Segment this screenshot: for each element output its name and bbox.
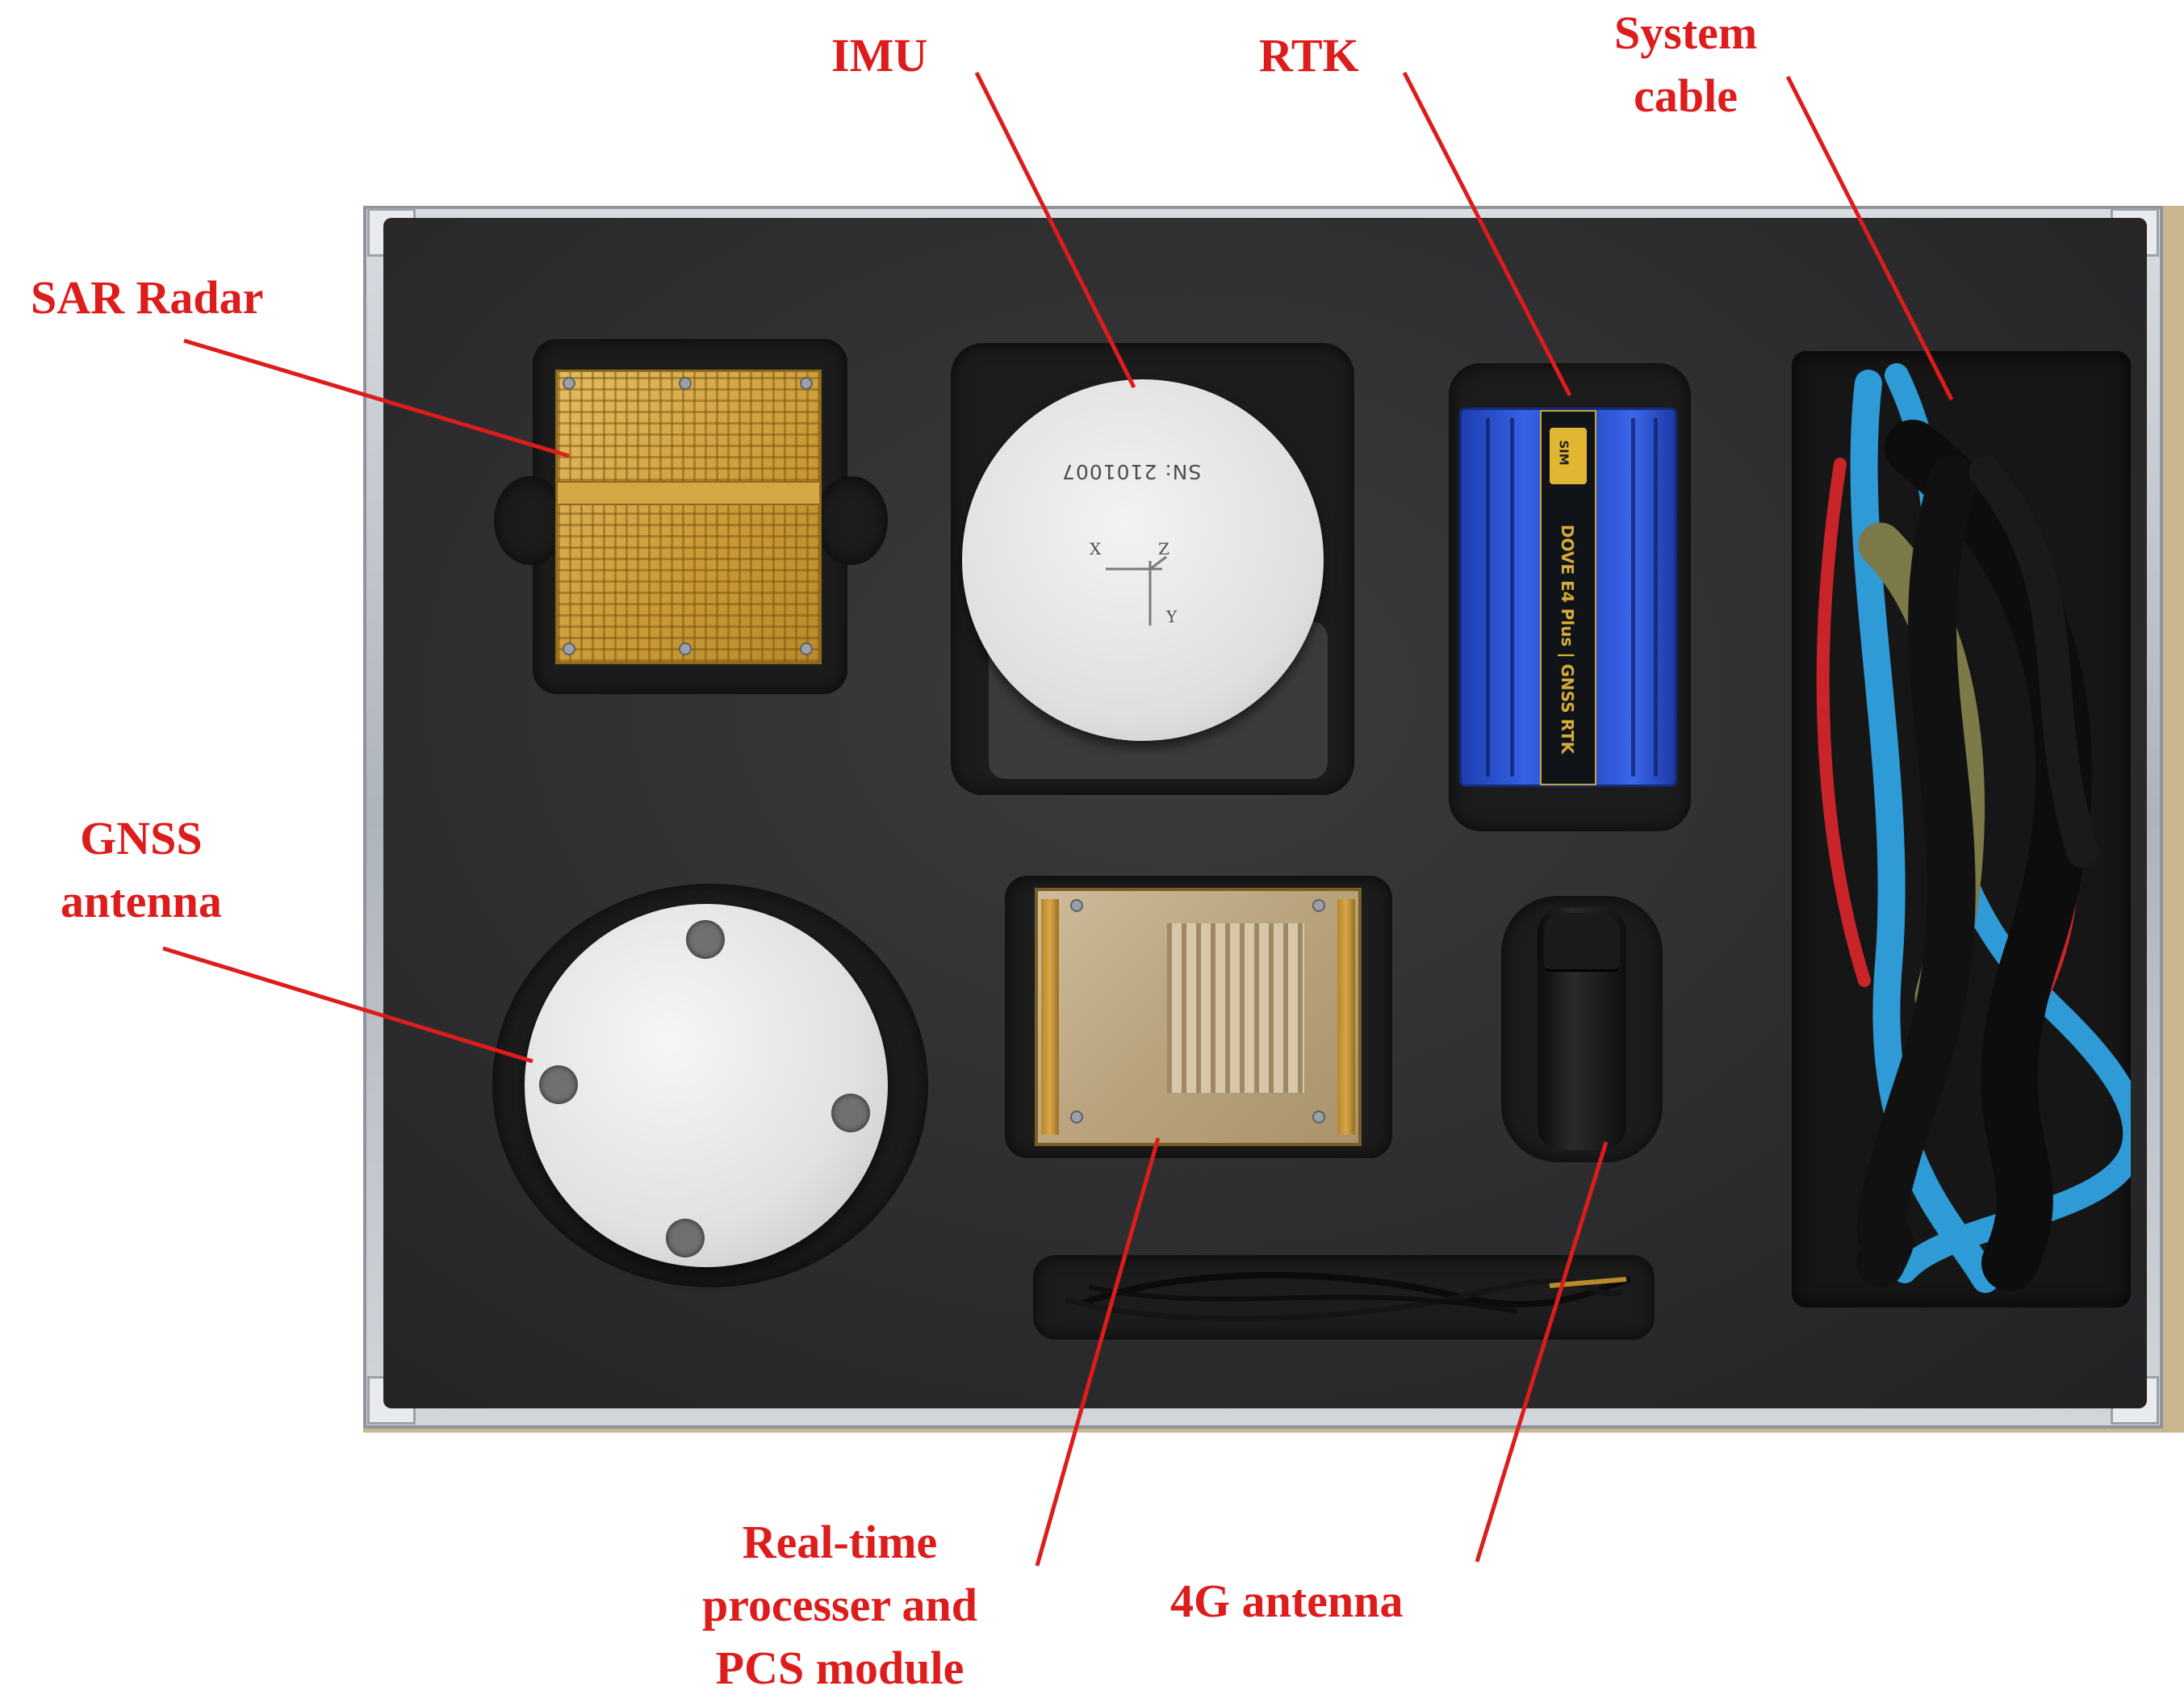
- gnss-mount-hole: [686, 920, 725, 959]
- heatsink-fins: [1167, 923, 1304, 1093]
- rtk-groove: [1510, 418, 1514, 776]
- label-gnss-antenna-line2: antenna: [61, 875, 222, 927]
- label-system-cable-line1: System: [1614, 6, 1758, 59]
- rtk-groove: [1631, 418, 1635, 776]
- label-system-cable: System cable: [1614, 2, 1757, 128]
- label-processor: Real-time processer and PCS module: [702, 1511, 977, 1700]
- label-gnss-antenna-line1: GNSS: [80, 812, 203, 864]
- imu-axis-z: Z: [1158, 539, 1169, 559]
- label-sar-radar: SAR Radar: [31, 271, 264, 324]
- label-gnss-antenna: GNSS antenna: [61, 807, 222, 933]
- finger-notch: [494, 476, 567, 565]
- finger-notch: [815, 476, 888, 565]
- antenna-4g: [1538, 908, 1626, 1150]
- gnss-mount-hole: [666, 1219, 705, 1257]
- screw: [1070, 899, 1083, 912]
- antenna-4g-cap: [1544, 913, 1620, 972]
- label-4g-antenna: 4G antenna: [1170, 1575, 1404, 1627]
- rtk-groove: [1486, 418, 1490, 776]
- leader-line-imu: [974, 71, 1136, 389]
- label-processor-line3: PCS module: [715, 1642, 964, 1694]
- sar-radar: [555, 370, 822, 664]
- gnss-antenna: [525, 904, 888, 1267]
- rtk-label-panel: SIM DOVE E4 Plus | GNSS RTK: [1540, 410, 1596, 785]
- label-system-cable-line2: cable: [1634, 69, 1738, 122]
- screw: [800, 642, 813, 655]
- rtk-sim-badge: SIM: [1550, 428, 1587, 484]
- system-cable-bundle: [1816, 363, 2131, 1293]
- imu-axis-glyph: [1106, 555, 1167, 625]
- label-processor-line2: processer and: [702, 1579, 978, 1631]
- label-imu: IMU: [831, 29, 928, 82]
- leader-line-system-cable: [1785, 75, 1954, 401]
- imu-axis-x: X: [1090, 539, 1102, 559]
- rtk-groove: [1654, 418, 1658, 776]
- screw: [800, 377, 813, 390]
- leader-line-rtk: [1402, 71, 1572, 397]
- leader-line-4g-antenna: [1475, 1141, 1609, 1563]
- imu-axis-y: Y: [1166, 607, 1178, 626]
- gnss-mount-hole: [539, 1065, 578, 1104]
- label-rtk: RTK: [1259, 29, 1359, 82]
- sar-center-bar: [558, 481, 819, 505]
- gnss-mount-hole: [831, 1094, 870, 1132]
- realtime-processor: [1035, 888, 1362, 1146]
- imu: [962, 379, 1324, 741]
- processor-edge: [1041, 899, 1059, 1135]
- screw: [563, 642, 575, 655]
- leader-line-processor: [1035, 1137, 1161, 1567]
- leader-line-gnss-antenna: [162, 946, 533, 1064]
- leader-line-sar-radar: [183, 338, 570, 458]
- screw: [679, 377, 692, 390]
- screw: [679, 642, 692, 655]
- screw: [1070, 1111, 1083, 1123]
- processor-edge: [1337, 899, 1355, 1135]
- coiled-antenna-cable: [1065, 1272, 1631, 1322]
- screw: [1312, 899, 1325, 912]
- label-processor-line1: Real-time: [742, 1516, 938, 1568]
- screw: [1312, 1111, 1325, 1123]
- screw: [563, 377, 575, 390]
